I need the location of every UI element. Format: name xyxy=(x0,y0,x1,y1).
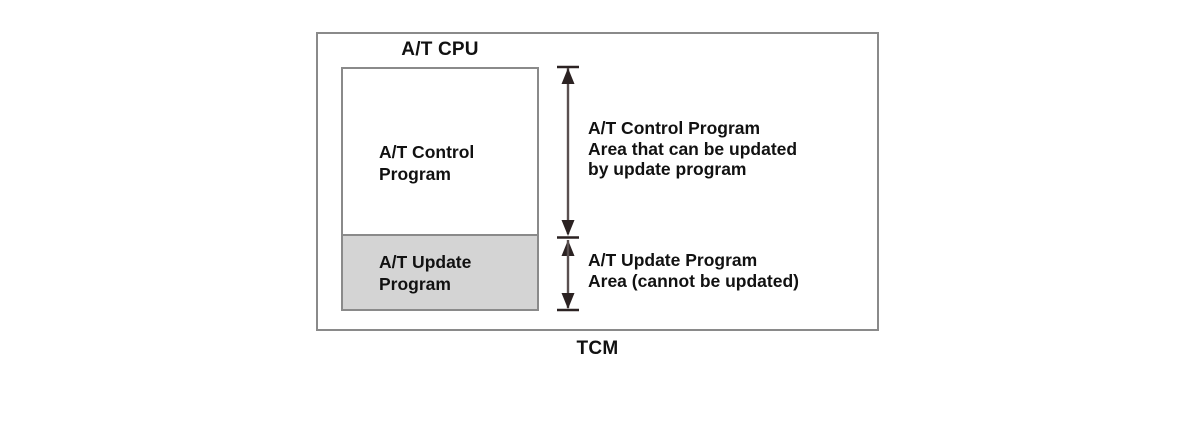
annotation-update-program-area: A/T Update Program Area (cannot be updat… xyxy=(588,250,799,291)
arrowhead-up-top-icon xyxy=(561,68,575,84)
dimension-arrows-group xyxy=(557,65,579,312)
at-cpu-title: A/T CPU xyxy=(401,39,479,60)
tcm-caption: TCM xyxy=(576,338,619,359)
arrowhead-down-middle-icon xyxy=(561,220,575,236)
annotation-control-program-area: A/T Control Program Area that can be upd… xyxy=(588,118,798,179)
memory-segment-control-program: A/T Control Program xyxy=(343,69,537,234)
memory-segment-update-program: A/T Update Program xyxy=(343,234,537,309)
memory-map-box: A/T Control Program A/T Update Program xyxy=(341,67,539,311)
memory-segment-control-program-label: A/T Control Program xyxy=(379,141,475,184)
memory-segment-update-program-label: A/T Update Program xyxy=(379,251,472,294)
arrowhead-down-bottom-icon xyxy=(561,293,575,309)
